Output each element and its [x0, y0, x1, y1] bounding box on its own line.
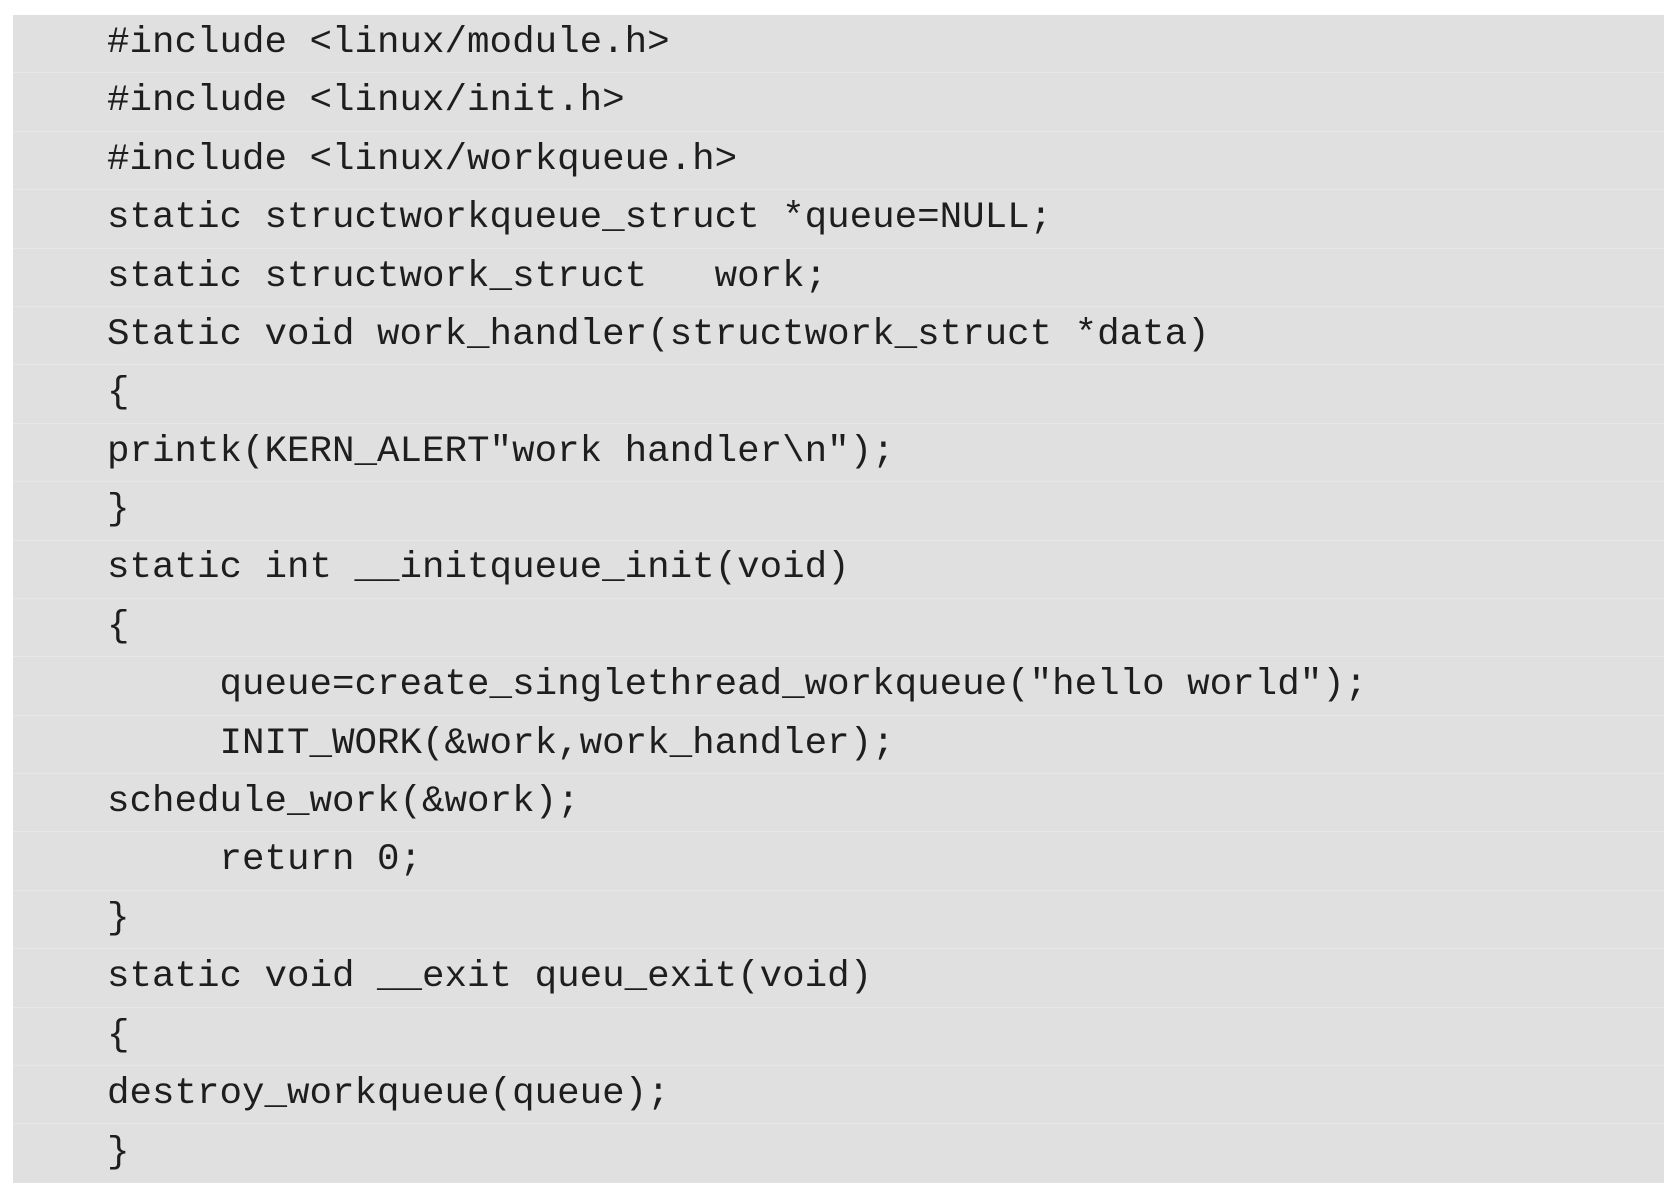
code-line: Static void work_handler(structwork_stru… — [13, 307, 1664, 366]
code-line: static int __initqueue_init(void) — [13, 541, 1664, 599]
code-line: { — [13, 365, 1664, 424]
code-line-text: { — [107, 605, 130, 648]
code-line: } — [13, 482, 1664, 541]
code-line: destroy_workqueue(queue); — [13, 1066, 1664, 1125]
code-line: static void __exit queu_exit(void) — [13, 949, 1664, 1008]
code-line: { — [13, 1008, 1664, 1067]
code-line-text: queue=create_singlethread_workqueue("hel… — [107, 664, 1368, 707]
code-line: { — [13, 599, 1664, 658]
code-line-text: static structwork_struct work; — [107, 255, 828, 298]
code-line: static structworkqueue_struct *queue=NUL… — [13, 190, 1664, 249]
code-line-text: static int __initqueue_init(void) — [107, 547, 850, 590]
code-line-text: static void __exit queu_exit(void) — [107, 956, 873, 999]
code-line: printk(KERN_ALERT"work handler\n"); — [13, 424, 1664, 483]
code-line: } — [13, 1124, 1664, 1182]
code-line: #include <linux/module.h> — [13, 15, 1664, 74]
code-line-text: #include <linux/init.h> — [107, 80, 625, 123]
code-line: } — [13, 891, 1664, 950]
code-line-text: } — [107, 897, 130, 940]
code-line: #include <linux/init.h> — [13, 73, 1664, 132]
code-line-text: #include <linux/workqueue.h> — [107, 138, 738, 181]
code-line: return 0; — [13, 832, 1664, 891]
code-line: #include <linux/workqueue.h> — [13, 132, 1664, 191]
code-line-text: printk(KERN_ALERT"work handler\n"); — [107, 430, 895, 473]
code-line: schedule_work(&work); — [13, 774, 1664, 833]
code-line-text: schedule_work(&work); — [107, 781, 580, 824]
code-listing: #include <linux/module.h> #include <linu… — [13, 15, 1664, 1183]
code-line-text: static structworkqueue_struct *queue=NUL… — [107, 197, 1053, 240]
code-line: queue=create_singlethread_workqueue("hel… — [13, 657, 1664, 716]
code-line-text: INIT_WORK(&work,work_handler); — [107, 722, 895, 765]
code-line-text: } — [107, 1131, 130, 1174]
code-line: static structwork_struct work; — [13, 249, 1664, 307]
code-line-text: return 0; — [107, 839, 423, 882]
code-line-text: { — [107, 372, 130, 415]
code-line-text: } — [107, 489, 130, 532]
code-line-text: destroy_workqueue(queue); — [107, 1072, 670, 1115]
code-line-text: #include <linux/module.h> — [107, 21, 670, 64]
code-line-text: Static void work_handler(structwork_stru… — [107, 313, 1210, 356]
code-line: INIT_WORK(&work,work_handler); — [13, 716, 1664, 775]
code-line-text: { — [107, 1014, 130, 1057]
